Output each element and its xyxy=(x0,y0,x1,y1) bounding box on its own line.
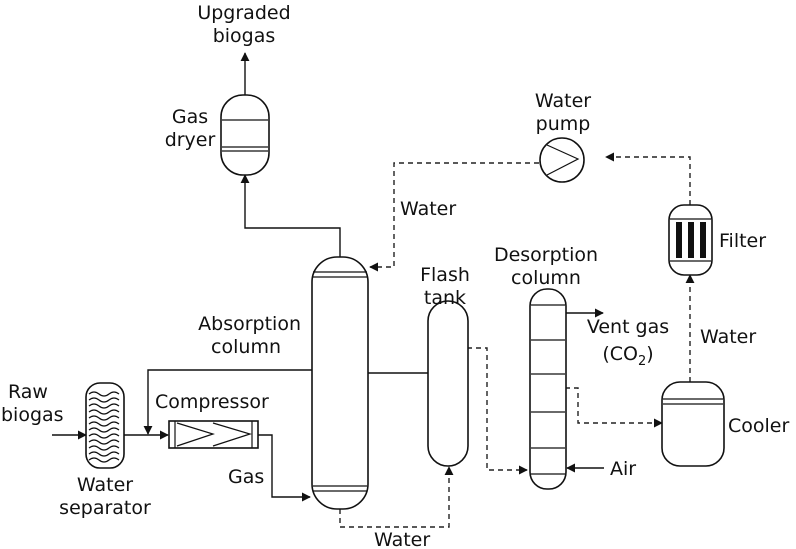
absorption-column-label-1: Absorption xyxy=(198,313,301,335)
compressor xyxy=(168,420,259,449)
desorption-column-label-1: Desorption xyxy=(494,244,598,266)
water-bottom-label: Water xyxy=(374,529,430,549)
gas-dryer-label-1: Gas xyxy=(172,106,208,128)
gas-dryer xyxy=(220,94,270,176)
filter-label: Filter xyxy=(719,230,766,252)
water-recycle-label: Water xyxy=(400,198,456,220)
desorption-column-label-2: column xyxy=(511,267,581,289)
cooler xyxy=(661,381,725,467)
co2-prefix: (CO xyxy=(602,343,638,365)
co2-suffix: ) xyxy=(646,343,653,365)
absorber-recycle-line xyxy=(143,369,312,435)
flash-tank-label-1: Flash xyxy=(420,264,470,286)
absorber-bottom-water-line xyxy=(339,466,454,528)
gas-to-absorber-line xyxy=(258,434,311,502)
vent-gas-label: Vent gas xyxy=(587,316,669,338)
raw-biogas-label-2: biogas xyxy=(1,404,64,426)
absorption-column xyxy=(311,256,369,510)
compressor-label: Compressor xyxy=(155,391,269,413)
co2-label: (CO2) xyxy=(602,343,653,369)
air-label: Air xyxy=(610,458,636,480)
water-separator-label-2: separator xyxy=(59,497,151,519)
water-pump-label-2: pump xyxy=(536,113,591,135)
co2-subscript: 2 xyxy=(638,354,646,369)
flash-tank xyxy=(427,300,469,467)
gas-dryer-label-2: dryer xyxy=(165,129,216,151)
desorber-to-cooler-line xyxy=(565,387,663,428)
raw-biogas-label-1: Raw xyxy=(8,381,48,403)
cooler-label: Cooler xyxy=(728,415,789,437)
flash-to-desorber-line xyxy=(467,347,528,475)
upgraded-biogas-label-1: Upgraded xyxy=(197,2,290,24)
flash-tank-label-2: tank xyxy=(424,287,466,309)
absorber-to-dryer-line xyxy=(240,174,341,258)
water-separator-label-1: Water xyxy=(77,474,133,496)
pump-to-absorber-line xyxy=(369,162,539,272)
absorption-column-label-2: column xyxy=(211,336,281,358)
water-filter-cooler-label: Water xyxy=(700,326,756,348)
filter xyxy=(668,204,713,276)
upgraded-biogas-label-2: biogas xyxy=(213,25,276,47)
desorption-column xyxy=(529,288,567,490)
water-separator xyxy=(85,382,125,469)
water-pump xyxy=(539,137,585,183)
gas-label: Gas xyxy=(228,466,264,488)
water-pump-label-1: Water xyxy=(535,90,591,112)
filter-to-pump-line xyxy=(605,152,691,205)
